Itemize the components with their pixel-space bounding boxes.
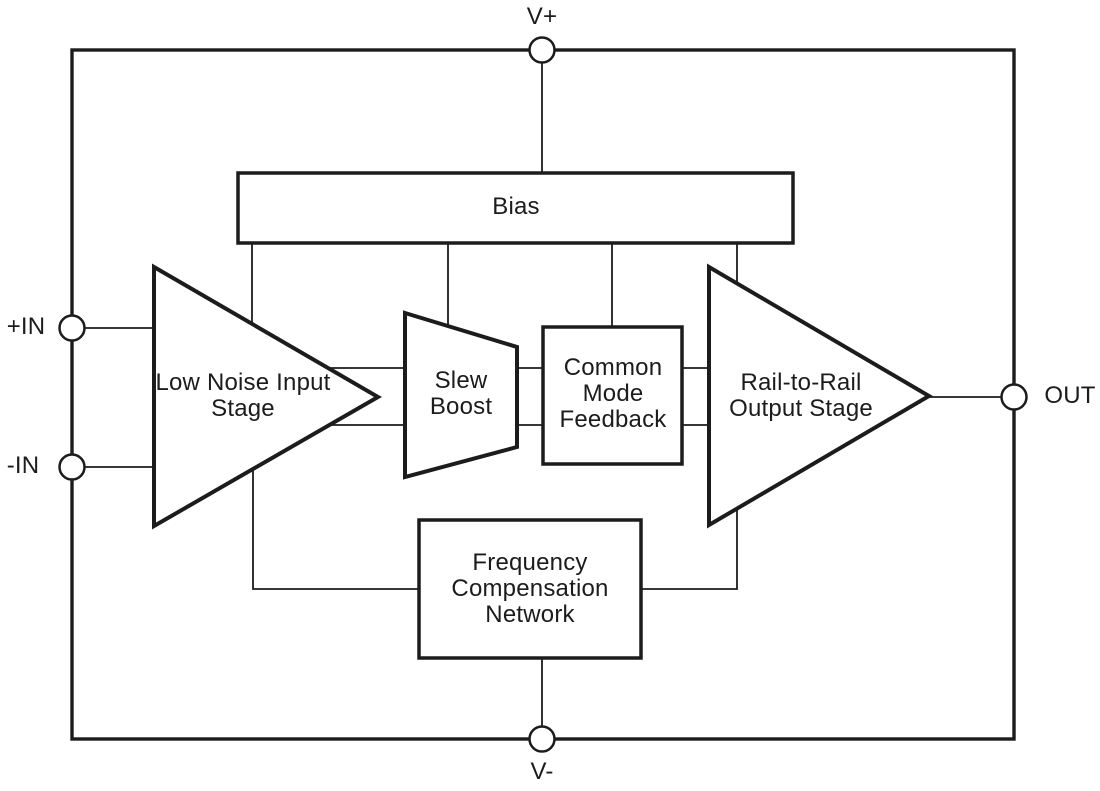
rail-to-rail-output-stage-label: Rail-to-Rail Output Stage: [729, 369, 873, 422]
vplus-label: V+: [526, 3, 558, 30]
terminals: [58, 36, 1028, 753]
vplus-terminal-circle: [528, 36, 556, 64]
vminus-terminal-circle: [528, 725, 556, 753]
inminus-terminal-circle: [58, 453, 86, 481]
inminus-label: -IN: [6, 452, 40, 479]
out-label: OUT: [1044, 382, 1096, 409]
blocks: [152, 171, 933, 660]
frequency-compensation-network-block: [417, 518, 643, 660]
bias-label: Bias: [492, 193, 540, 220]
wire-input-to-freq-comp: [252, 458, 422, 590]
bias-block: [236, 171, 795, 245]
vminus-label: V-: [530, 758, 554, 785]
wire-freq-comp-to-output: [638, 498, 738, 590]
frequency-compensation-network-label: Frequency Compensation Network: [451, 549, 609, 628]
common-mode-feedback-block: [541, 325, 684, 466]
slew-boost-label: Slew Boost: [429, 367, 493, 420]
wires: [72, 50, 1014, 739]
out-terminal-circle: [1000, 383, 1028, 411]
rail-to-rail-output-stage-block: [707, 263, 933, 529]
inplus-terminal-circle: [58, 314, 86, 342]
inplus-label: +IN: [6, 313, 46, 340]
slew-boost-block: [403, 310, 519, 480]
common-mode-feedback-label: Common Mode Feedback: [559, 354, 667, 433]
low-noise-input-stage-block: [152, 263, 382, 530]
low-noise-input-stage-label: Low Noise Input Stage: [155, 369, 331, 422]
